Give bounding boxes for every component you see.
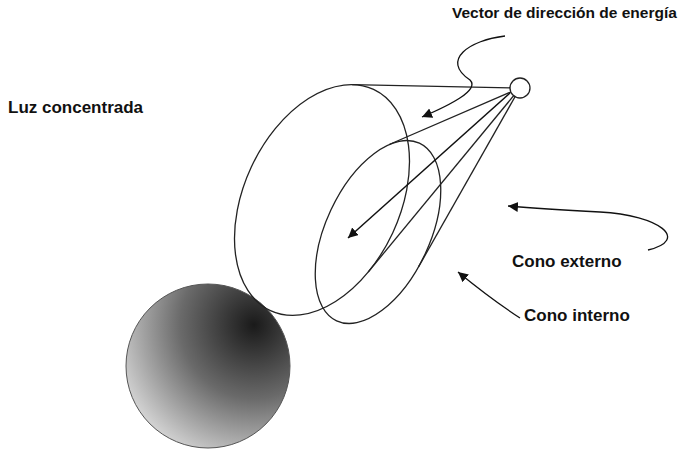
outer-cone-rim <box>200 56 445 343</box>
cone-edge <box>352 85 520 88</box>
cone-edge <box>368 88 520 272</box>
cone-edge <box>389 88 520 145</box>
direction-label: Vector de dirección de energía <box>452 4 677 23</box>
leader-line <box>508 206 668 250</box>
part-label: Cono externo <box>512 252 622 272</box>
direction-vector <box>348 93 510 238</box>
leader-line <box>422 36 505 117</box>
cone-edge <box>419 88 521 267</box>
light-source <box>510 78 530 98</box>
title-label: Luz concentrada <box>8 98 143 118</box>
inner-cone-rim <box>289 121 466 343</box>
leader-line <box>458 272 520 318</box>
light-cones <box>200 56 520 343</box>
part-label: Cono interno <box>524 306 630 326</box>
